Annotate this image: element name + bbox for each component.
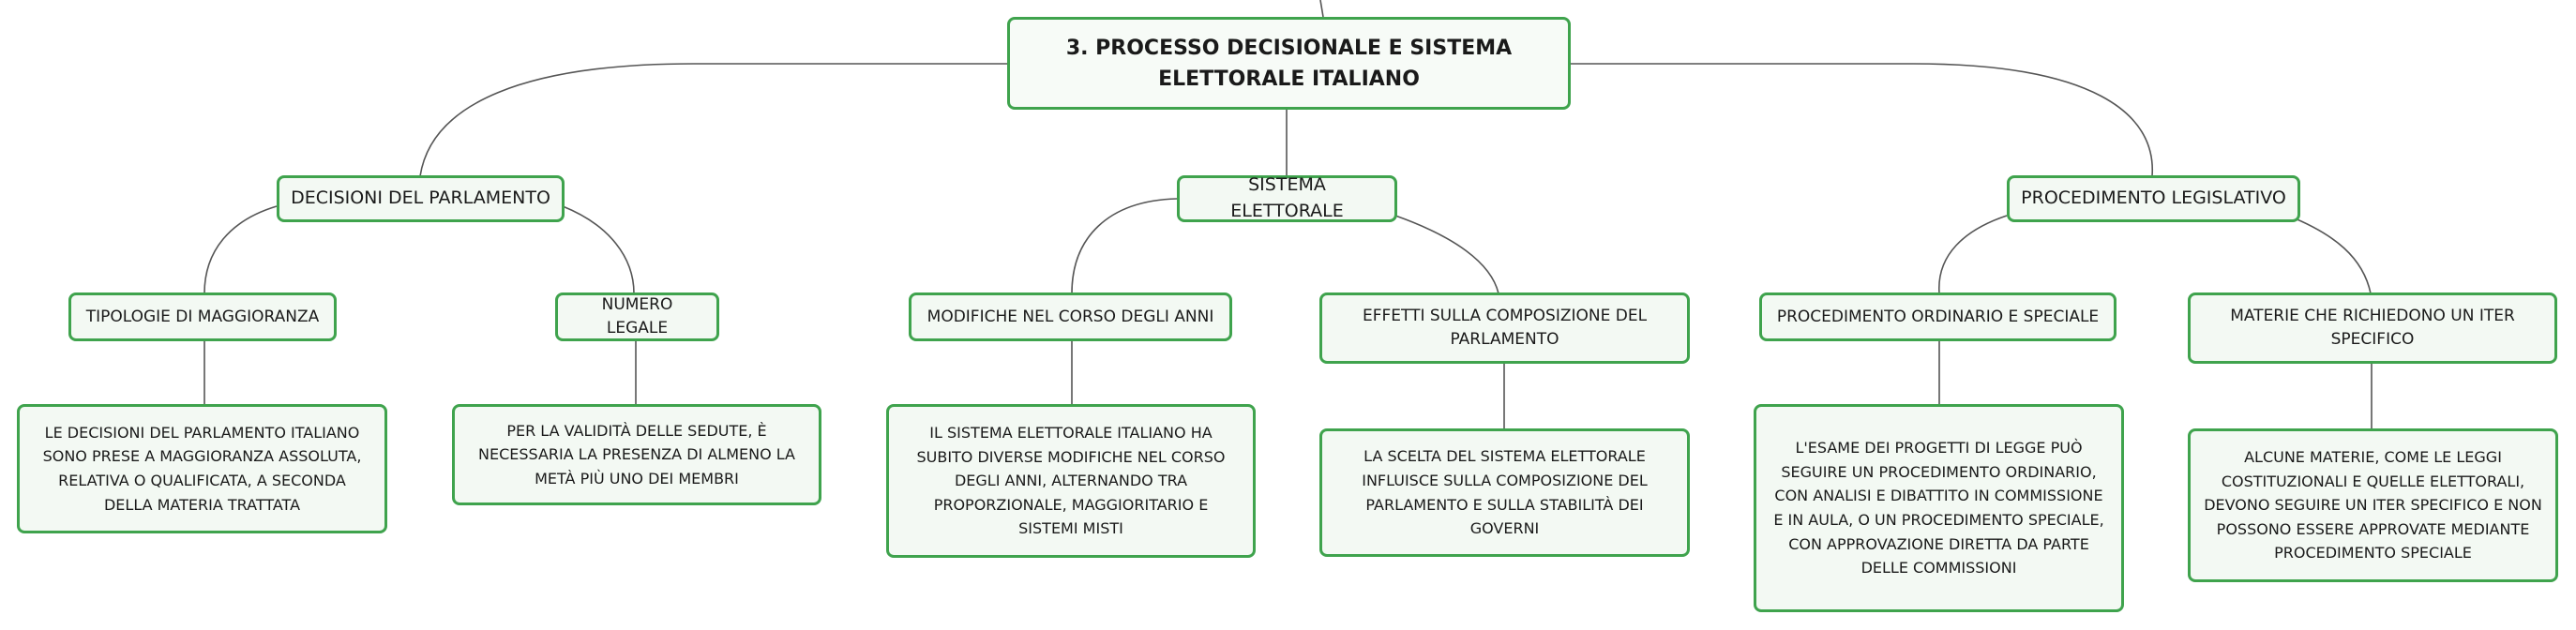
topic-label: PROCEDIMENTO ORDINARIO E SPECIALE <box>1776 307 2100 326</box>
detail-materie-iter-specifico[interactable]: ALCUNE MATERIE, COME LE LEGGI COSTITUZIO… <box>2188 428 2558 582</box>
topic-label: EFFETTI SULLA COMPOSIZIONE DEL PARLAMENT… <box>1362 307 1648 349</box>
topic-procedimento-ordinario-e-speciale[interactable]: PROCEDIMENTO ORDINARIO E SPECIALE <box>1759 292 2117 341</box>
topic-numero-legale[interactable]: NUMERO LEGALE <box>555 292 719 341</box>
topic-materie-iter-specifico[interactable]: MATERIE CHE RICHIEDONO UN ITER SPECIFICO <box>2188 292 2557 364</box>
connector-procedimento-materie <box>2287 215 2372 294</box>
detail-text: IL SISTEMA ELETTORALE ITALIANO HA SUBITO… <box>916 424 1226 538</box>
detail-text: ALCUNE MATERIE, COME LE LEGGI COSTITUZIO… <box>2204 448 2542 562</box>
topic-label: MATERIE CHE RICHIEDONO UN ITER SPECIFICO <box>2230 307 2515 349</box>
detail-numero-legale[interactable]: PER LA VALIDITÀ DELLE SEDUTE, È NECESSAR… <box>452 404 821 505</box>
detail-text: PER LA VALIDITÀ DELLE SEDUTE, È NECESSAR… <box>478 421 795 488</box>
detail-tipologie-di-maggioranza[interactable]: LE DECISIONI DEL PARLAMENTO ITALIANO SON… <box>17 404 387 533</box>
connector-root-parent <box>1319 0 1324 18</box>
branch-procedimento-legislativo[interactable]: PROCEDIMENTO LEGISLATIVO <box>2007 175 2300 222</box>
root-title: 3. PROCESSO DECISIONALE E SISTEMA ELETTO… <box>1065 36 1513 91</box>
topic-label: NUMERO LEGALE <box>601 295 673 338</box>
branch-label: DECISIONI DEL PARLAMENTO <box>291 188 550 209</box>
connector-sistema-modifiche <box>1071 198 1178 294</box>
topic-tipologie-di-maggioranza[interactable]: TIPOLOGIE DI MAGGIORANZA <box>68 292 337 341</box>
topic-label: TIPOLOGIE DI MAGGIORANZA <box>85 307 320 326</box>
detail-text: LE DECISIONI DEL PARLAMENTO ITALIANO SON… <box>42 423 362 514</box>
connector-root-procedimento <box>1571 63 2153 177</box>
topic-effetti-sulla-composizione[interactable]: EFFETTI SULLA COMPOSIZIONE DEL PARLAMENT… <box>1319 292 1690 364</box>
branch-sistema-elettorale[interactable]: SISTEMA ELETTORALE <box>1177 174 1397 222</box>
branch-decisioni-del-parlamento[interactable]: DECISIONI DEL PARLAMENTO <box>277 175 565 222</box>
branch-label: SISTEMA ELETTORALE <box>1230 174 1344 221</box>
connector-procedimento-ordinario <box>1938 215 2008 294</box>
detail-modifiche-nel-corso-degli-anni[interactable]: IL SISTEMA ELETTORALE ITALIANO HA SUBITO… <box>886 404 1256 558</box>
branch-label: PROCEDIMENTO LEGISLATIVO <box>2021 188 2286 209</box>
connector-decisioni-numero <box>562 205 635 294</box>
detail-text: L'ESAME DEI PROGETTI DI LEGGE PUÒ SEGUIR… <box>1773 439 2104 578</box>
connector-decisioni-tipologie <box>203 205 278 294</box>
connector-root-decisioni <box>419 63 1007 177</box>
topic-modifiche-nel-corso-degli-anni[interactable]: MODIFICHE NEL CORSO DEGLI ANNI <box>909 292 1232 341</box>
root-node[interactable]: 3. PROCESSO DECISIONALE E SISTEMA ELETTO… <box>1007 17 1571 110</box>
detail-text: LA SCELTA DEL SISTEMA ELETTORALE INFLUIS… <box>1362 447 1648 538</box>
topic-label: MODIFICHE NEL CORSO DEGLI ANNI <box>926 307 1214 326</box>
detail-effetti-sulla-composizione[interactable]: LA SCELTA DEL SISTEMA ELETTORALE INFLUIS… <box>1319 428 1690 557</box>
detail-procedimento-ordinario-e-speciale[interactable]: L'ESAME DEI PROGETTI DI LEGGE PUÒ SEGUIR… <box>1754 404 2124 612</box>
connector-sistema-effetti <box>1394 215 1499 294</box>
